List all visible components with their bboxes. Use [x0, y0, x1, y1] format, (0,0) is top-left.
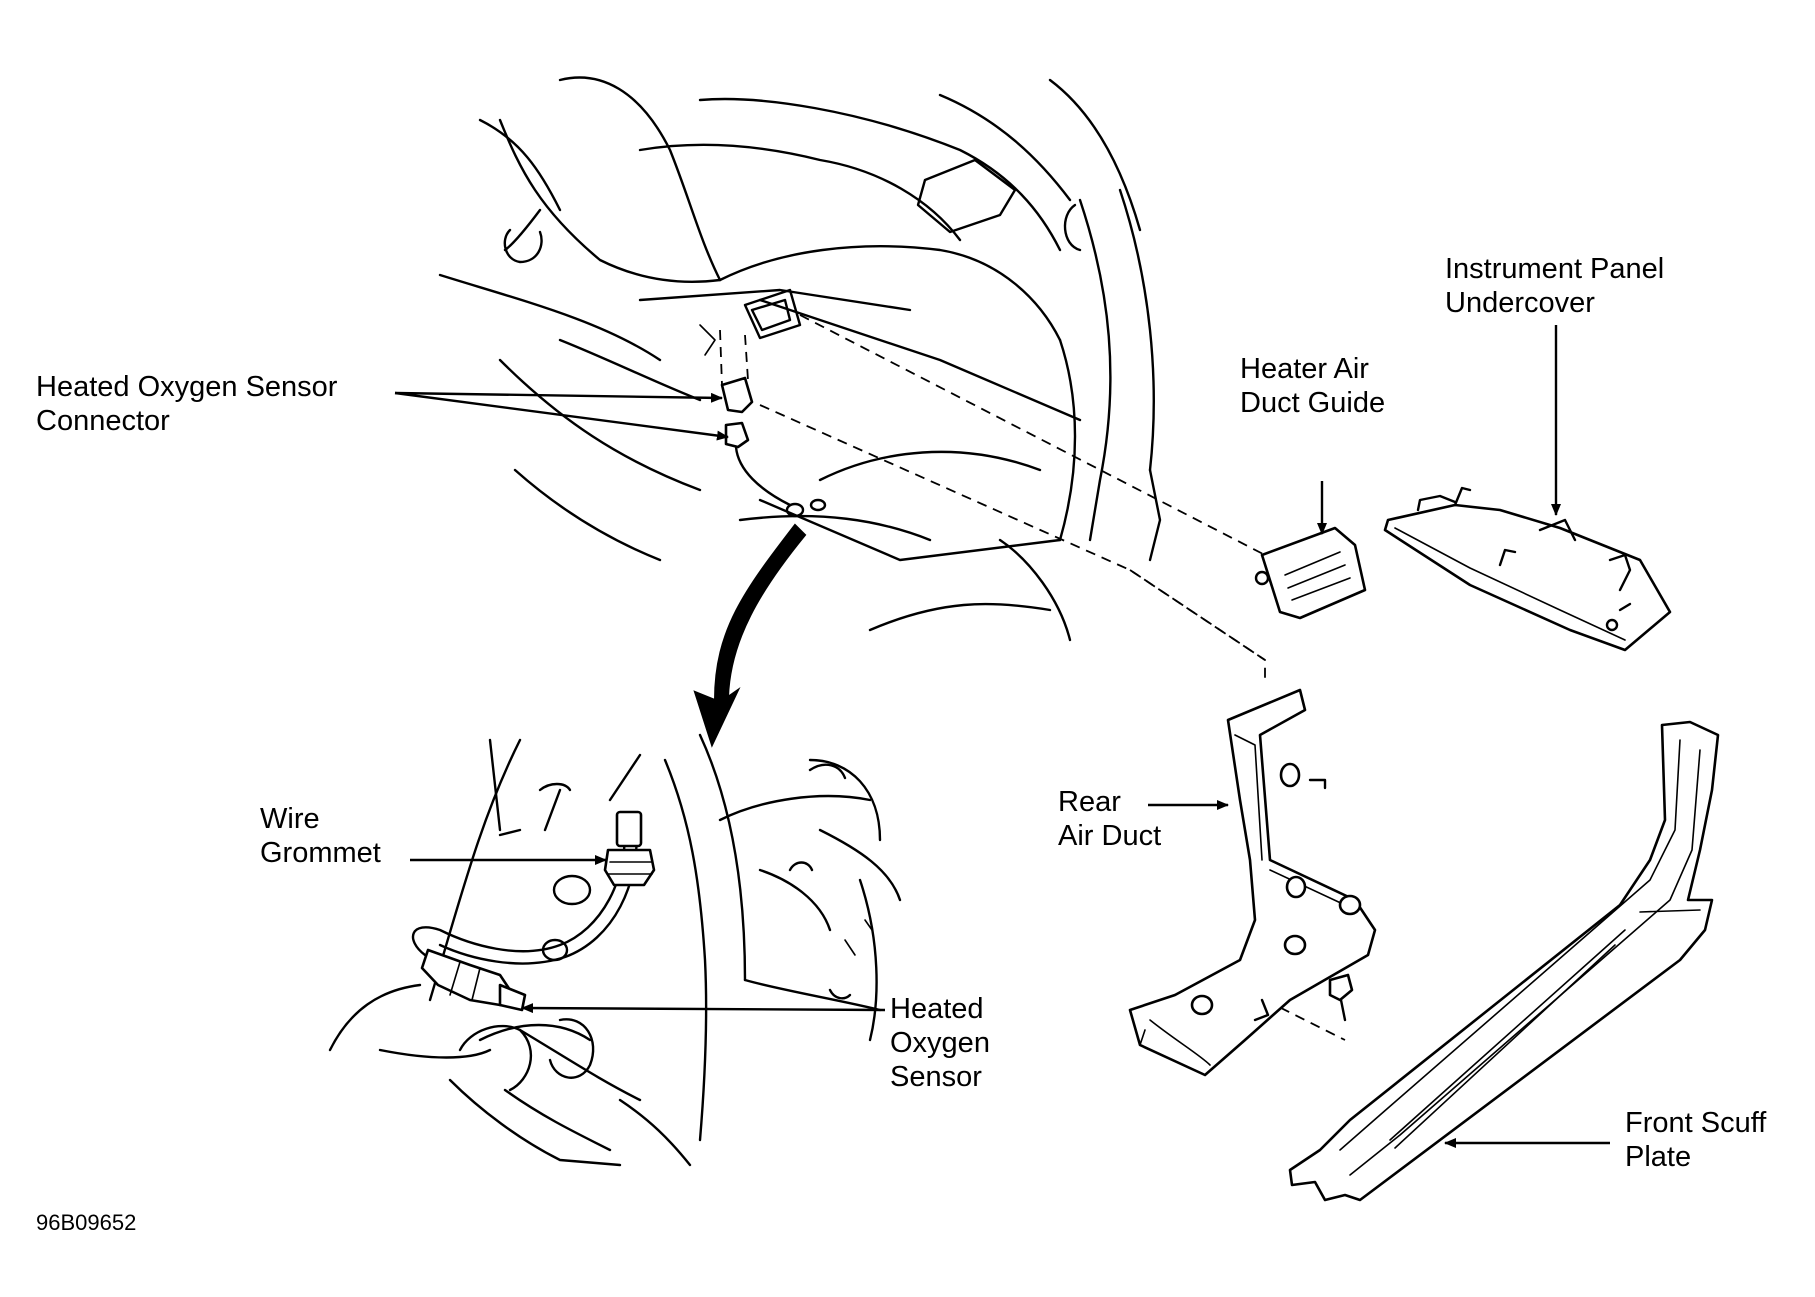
label-front-scuff-plate: Front Scuff Plate [1625, 1106, 1766, 1174]
oxygen-sensor-assembly [411, 810, 656, 1012]
label-wire-grommet: Wire Grommet [260, 802, 381, 870]
label-line: Wire [260, 803, 320, 835]
label-instrument-panel-undercover: Instrument Panel Undercover [1445, 252, 1664, 320]
figure-code: 96B09652 [36, 1210, 137, 1235]
label-line: Duct Guide [1240, 387, 1386, 419]
vehicle-interior-illustration [438, 76, 1162, 642]
instrument-panel-undercover-part [1383, 486, 1672, 652]
upper-sensor-connector [719, 329, 792, 507]
label-heated-oxygen-sensor: Heated Oxygen Sensor [890, 992, 990, 1094]
exhaust-detail-illustration [328, 733, 902, 1167]
label-line: Oxygen [890, 1027, 990, 1059]
label-line: Heated Oxygen Sensor [36, 371, 338, 403]
label-line: Sensor [890, 1061, 982, 1093]
label-line: Air Duct [1058, 820, 1162, 852]
label-line: Heated [890, 993, 984, 1025]
rear-air-duct-part [1128, 688, 1377, 1077]
label-line: Grommet [260, 837, 381, 869]
label-line: Undercover [1445, 287, 1595, 319]
label-heater-air-duct-guide: Heater Air Duct Guide [1240, 352, 1385, 420]
label-line: Connector [36, 405, 170, 437]
heater-air-duct-guide-part [1254, 526, 1367, 620]
label-rear-air-duct: Rear Air Duct [1058, 785, 1161, 853]
label-line: Plate [1625, 1141, 1692, 1173]
leader-arrows [394, 325, 1610, 1148]
label-line: Instrument Panel [1445, 253, 1665, 285]
alignment-dashed-lines [759, 314, 1346, 1041]
label-heated-oxygen-sensor-connector: Heated Oxygen Sensor Connector [36, 370, 337, 438]
curved-detail-arrow [693, 523, 807, 748]
label-line: Rear [1058, 786, 1121, 818]
front-scuff-plate-part [1288, 720, 1720, 1202]
label-line: Heater Air [1240, 353, 1369, 385]
label-line: Front Scuff [1625, 1107, 1767, 1139]
